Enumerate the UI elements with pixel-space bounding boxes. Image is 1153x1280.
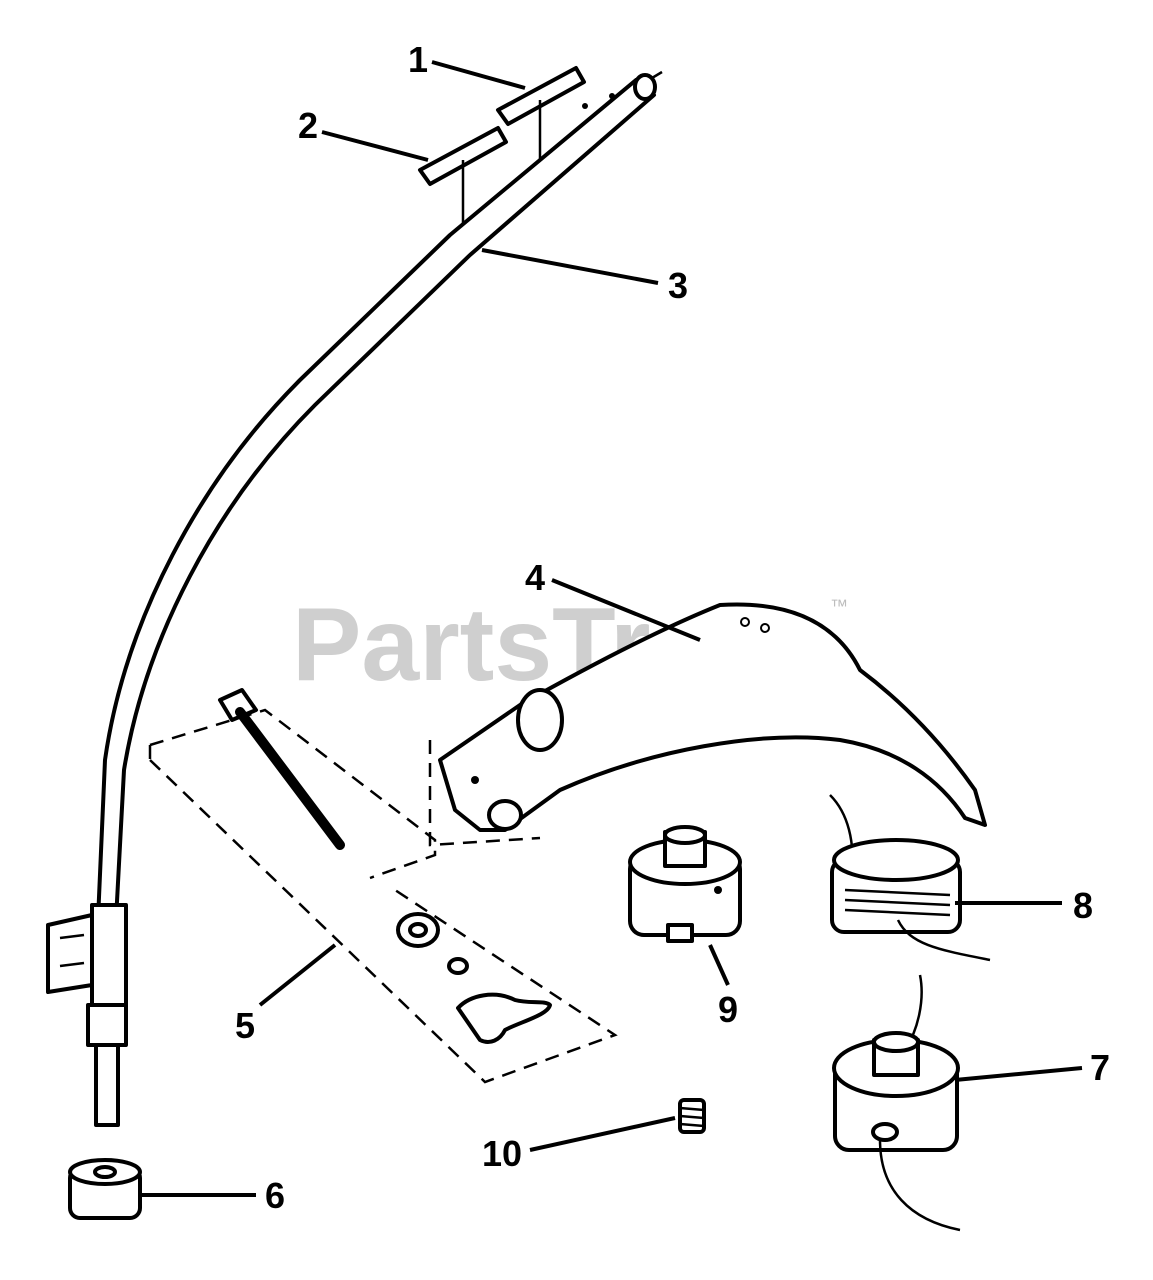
callout-8: 8	[1073, 885, 1093, 926]
watermark-trademark: ™	[830, 596, 848, 616]
callout-9: 9	[718, 989, 738, 1030]
callout-4: 4	[525, 557, 545, 598]
part-2-decal	[418, 126, 508, 230]
part-3-shaft	[46, 70, 663, 1127]
part-5-hardware-kit	[148, 688, 618, 1084]
callout-2: 2	[298, 105, 318, 146]
part-1-decal	[496, 66, 586, 160]
leader-4	[551, 578, 701, 642]
leader-5	[258, 943, 337, 1007]
part-6-knob	[68, 1158, 142, 1220]
callout-6: 6	[265, 1175, 285, 1216]
callout-1: 1	[408, 39, 428, 80]
leader-2	[321, 130, 429, 162]
part-9-spool-cap	[628, 825, 742, 943]
callout-10: 10	[482, 1133, 522, 1174]
leader-9	[708, 944, 730, 986]
leader-1	[431, 60, 526, 90]
part-7-spool-housing	[832, 974, 961, 1232]
leader-3	[481, 248, 659, 285]
leader-10	[529, 1116, 676, 1152]
callout-7: 7	[1090, 1047, 1110, 1088]
leader-7	[954, 1066, 1083, 1082]
part-8-spool	[829, 794, 991, 962]
bolt	[218, 688, 345, 850]
callout-5: 5	[235, 1005, 255, 1046]
part-10-spring	[678, 1098, 706, 1134]
part-4-guard	[438, 602, 987, 832]
callout-3: 3	[668, 265, 688, 306]
